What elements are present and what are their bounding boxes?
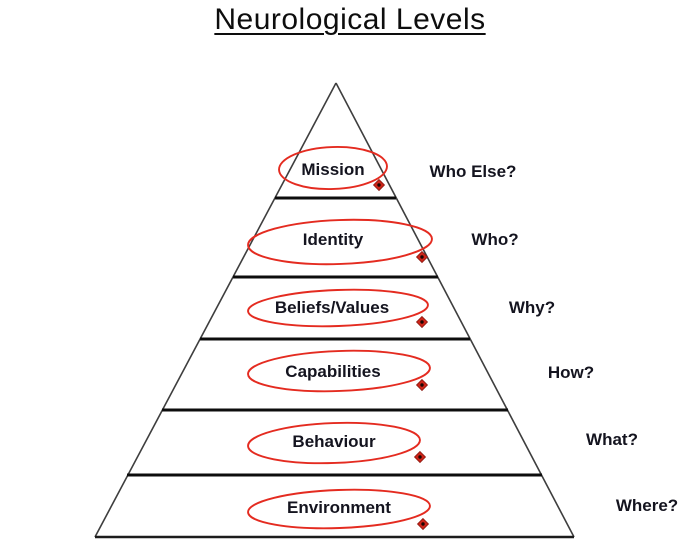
level-label-environment: Environment [287,498,391,517]
level-marker-beliefs-values [415,315,429,329]
level-marker-identity [415,250,429,264]
level-label-identity: Identity [302,230,364,249]
level-ellipse-behaviour [247,421,421,465]
diamond-dot [377,183,381,187]
diamond-dot [418,455,422,459]
level-question-capabilities: How? [547,363,595,382]
level-marker-environment [416,517,430,531]
level-label-behaviour: Behaviour [292,432,376,451]
level-ellipse-mission [278,145,388,191]
pyramid-left-edge [94,82,337,538]
diamond-dot [420,383,424,387]
level-ellipse-identity [247,218,433,266]
level-marker-capabilities [415,378,429,392]
diamond-dot [420,255,424,259]
level-question-environment: Where? [615,496,679,515]
diamond-dot [420,320,424,324]
level-ellipse-capabilities [247,349,431,393]
level-label-capabilities: Capabilities [285,362,381,381]
level-question-mission: Who Else? [429,162,517,181]
level-label-beliefs-values: Beliefs/Values [274,298,390,317]
level-label-mission: Mission [301,160,365,179]
level-question-beliefs-values: Why? [508,298,556,317]
level-ellipse-beliefs-values [247,288,429,328]
pyramid-right-edge [335,82,575,538]
level-question-identity: Who? [471,230,519,249]
level-marker-behaviour [413,450,427,464]
diagram-title: Neurological Levels [214,3,486,36]
level-marker-mission [372,178,386,192]
level-question-behaviour: What? [586,430,638,449]
diamond-dot [421,522,425,526]
level-ellipse-environment [247,488,431,530]
